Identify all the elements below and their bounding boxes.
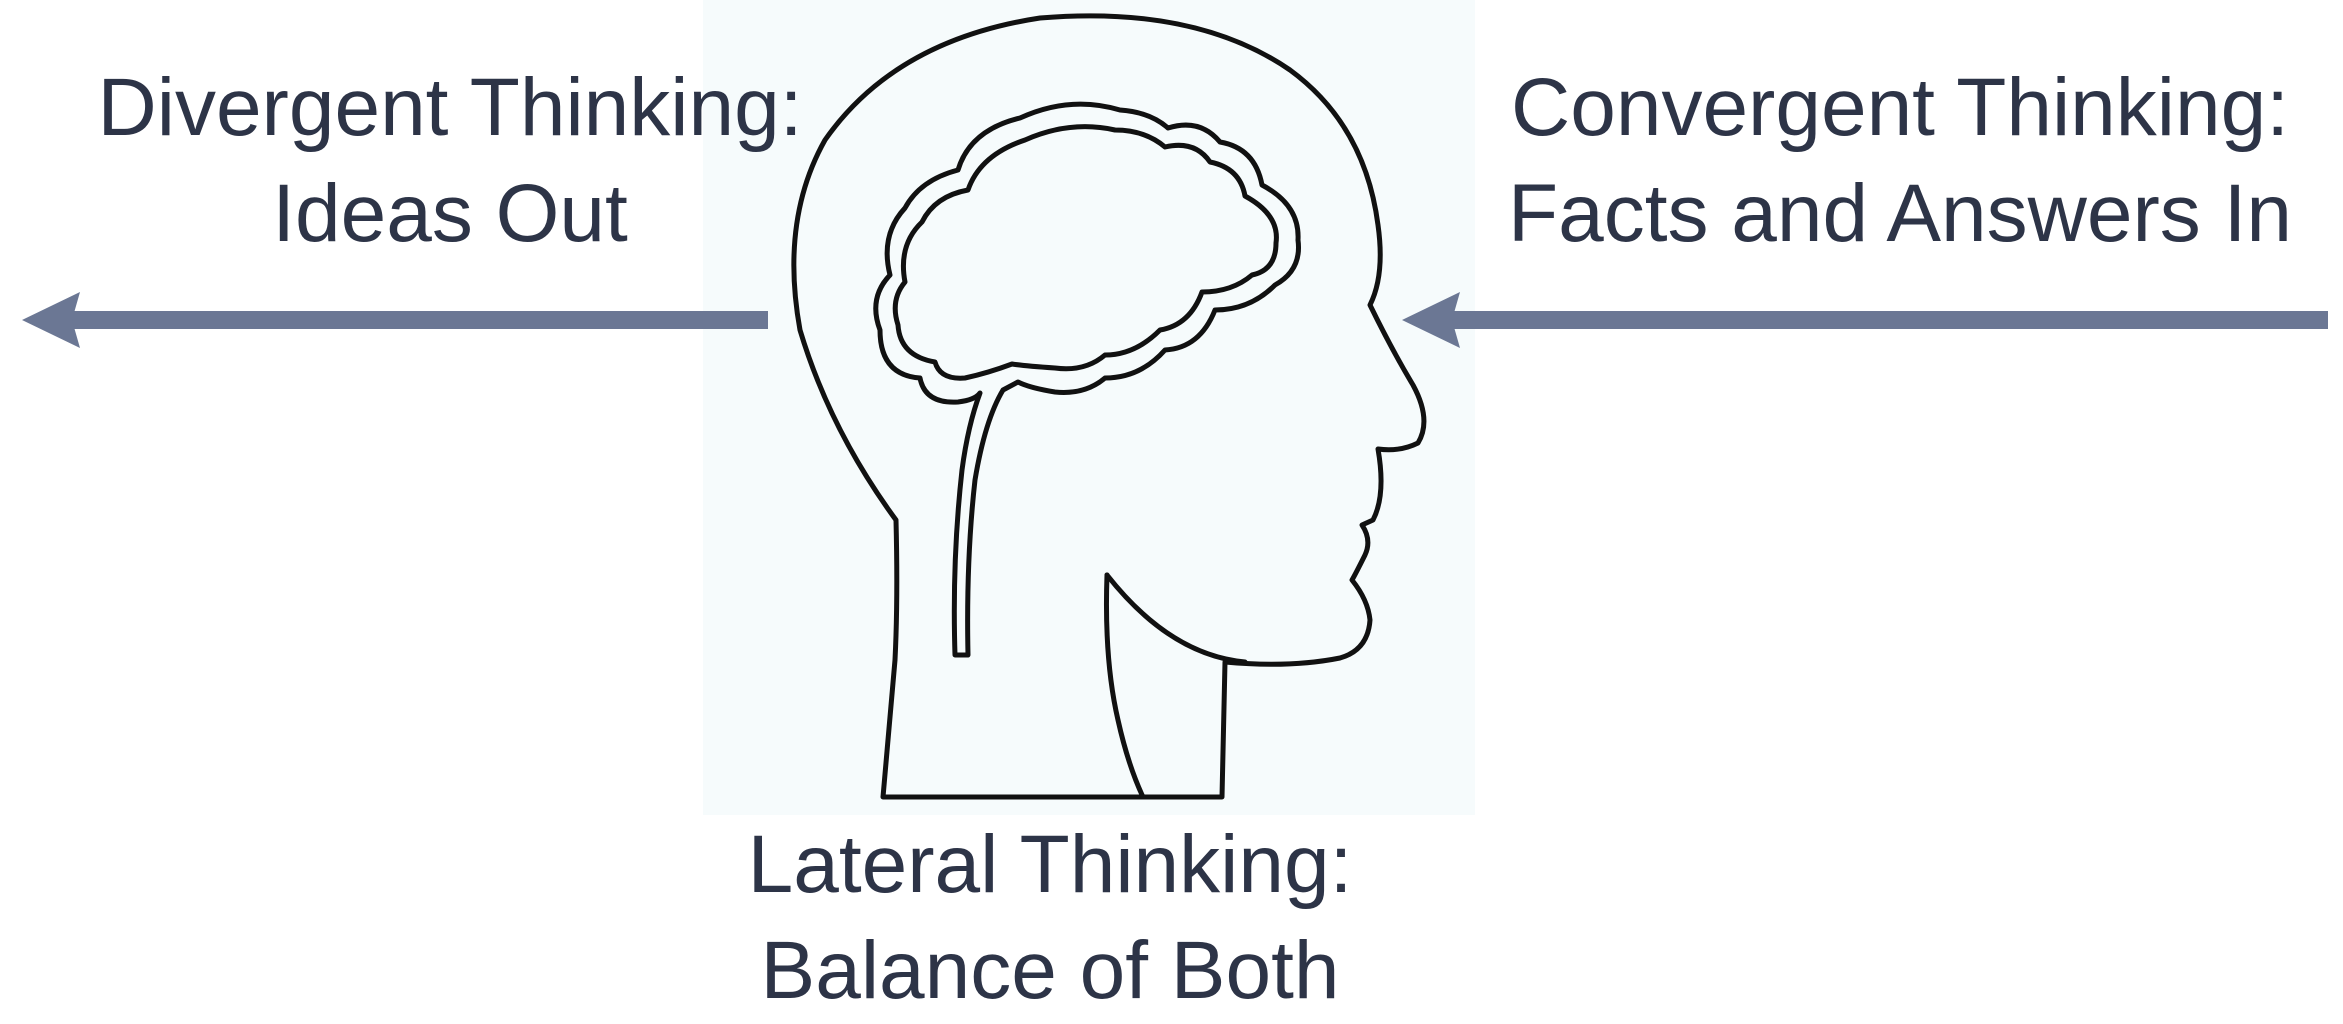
brain-icon [873,101,1302,658]
diagram-canvas [22,13,2328,800]
divergent-title: Divergent Thinking: [97,62,803,153]
convergent-title: Convergent Thinking: [1511,62,2289,153]
convergent-subtitle: Facts and Answers In [1508,168,2292,259]
divergent-subtitle: Ideas Out [272,168,628,259]
convergent-thinking-label: Convergent Thinking: Facts and Answers I… [1435,55,2343,267]
lateral-title: Lateral Thinking: [747,819,1353,910]
thinking-styles-diagram: Divergent Thinking: Ideas Out Convergent… [20,13,2343,1016]
divergent-thinking-label: Divergent Thinking: Ideas Out [20,55,880,267]
lateral-thinking-label: Lateral Thinking: Balance of Both [650,812,1450,1024]
facts-in-arrow [1402,292,2328,348]
neck-line [1103,572,1146,800]
jaw-line [1104,572,1248,665]
brain-inner-outline [892,124,1279,381]
lateral-subtitle: Balance of Both [760,925,1340,1016]
ideas-out-arrow [22,292,768,348]
